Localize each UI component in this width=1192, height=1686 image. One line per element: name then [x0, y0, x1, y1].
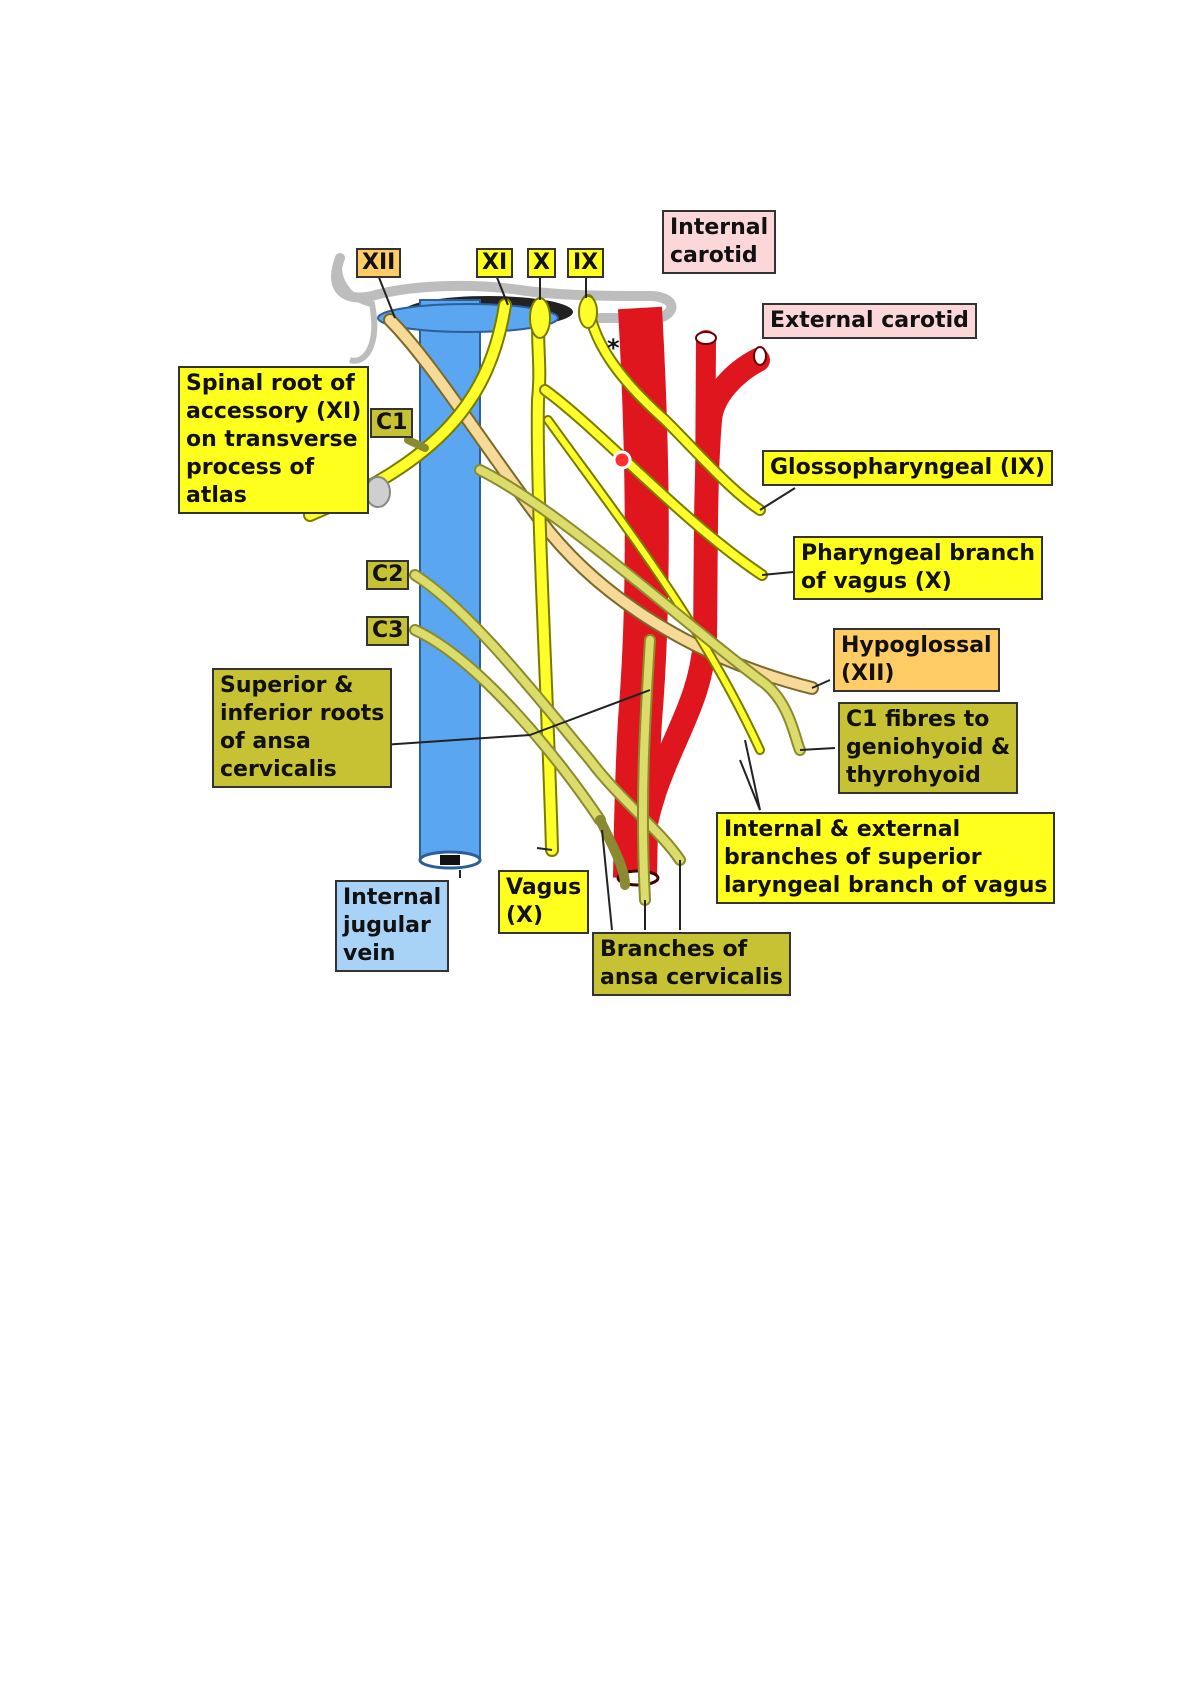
label-x-top: X: [527, 248, 556, 278]
vagus-ganglion: [529, 297, 551, 339]
c2-root-fill: [411, 571, 684, 864]
label-spinal-root-accessory: Spinal root of accessory (XI) on transve…: [178, 366, 370, 514]
glossopharyngeal-nerve: [582, 294, 766, 516]
label-c2: C2: [366, 560, 410, 590]
superior-laryngeal-branch-fill: [545, 417, 763, 753]
label-internal-external-branches: Internal & external branches of superior…: [716, 812, 1056, 904]
external-carotid-artery: [628, 348, 770, 872]
ansa-superior-root-fill: [638, 636, 654, 904]
leader-lines: [377, 274, 836, 931]
skull-base-hook: [336, 257, 378, 364]
jugular-vein-top: [377, 303, 559, 333]
label-internal-carotid: Internal carotid: [662, 210, 777, 274]
atlas-transverse-process: [365, 476, 391, 508]
label-xii-top: XII: [356, 248, 402, 278]
jugular-vein-cut-hole: [440, 855, 460, 865]
label-branches-ansa-cervicalis: Branches of ansa cervicalis: [592, 932, 791, 996]
external-carotid-end-top: [695, 331, 717, 345]
label-vagus: Vagus (X): [498, 870, 590, 934]
label-c3: C3: [366, 616, 410, 646]
c1-stub: [404, 436, 429, 452]
glossopharyngeal-ganglion: [578, 295, 598, 329]
external-carotid-end-side: [753, 346, 767, 366]
label-ix-top: IX: [567, 248, 605, 278]
external-carotid-upper: [695, 330, 716, 515]
label-glossopharyngeal: Glossopharyngeal (IX): [762, 450, 1054, 486]
c3-root-fill: [411, 626, 604, 824]
c1-fibres-fill: [476, 466, 804, 754]
label-hypoglossal: Hypoglossal (XII): [833, 628, 1000, 692]
label-superior-inferior-roots: Superior & inferior roots of ansa cervic…: [212, 668, 393, 788]
label-xi-top: XI: [476, 248, 514, 278]
label-pharyngeal-branch: Pharyngeal branch of vagus (X): [793, 536, 1044, 600]
label-c1: C1: [370, 408, 414, 438]
ansa-loop-branch: [595, 815, 630, 890]
label-c1-fibres: C1 fibres to geniohyoid & thyrohyoid: [838, 702, 1019, 794]
asterisk-marker: *: [607, 334, 620, 362]
pharyngeal-branch-fill: [541, 386, 766, 579]
glossopharyngeal-nerve-fill: [584, 296, 764, 514]
label-internal-jugular-vein: Internal jugular vein: [335, 880, 450, 972]
red-marker: [612, 450, 632, 470]
label-external-carotid: External carotid: [762, 303, 977, 339]
